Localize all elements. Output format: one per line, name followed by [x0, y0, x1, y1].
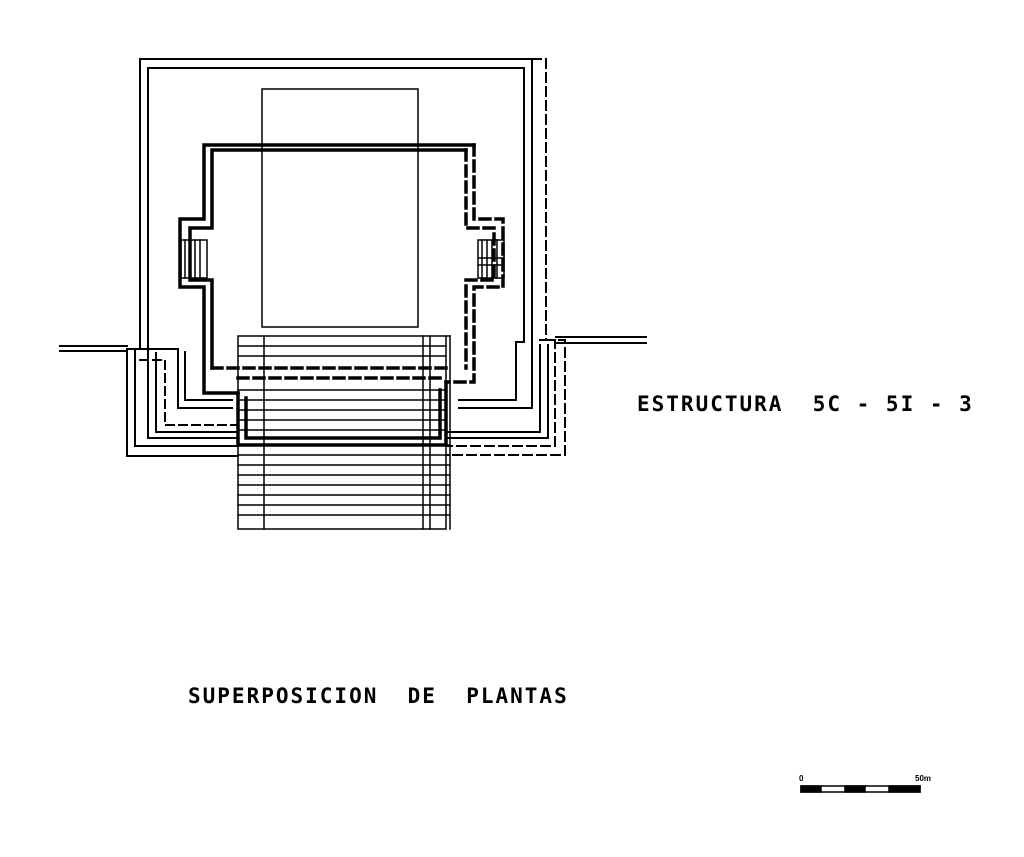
right-side-stair [477, 239, 505, 279]
temple-outline-dashed [210, 143, 505, 384]
left-side-stair [180, 239, 208, 279]
structure-label: ESTRUCTURA 5C - 5I - 3 [637, 392, 974, 416]
left-terrace-dashed [139, 359, 239, 426]
stair-frame-bold [236, 380, 448, 447]
outer-platform-outline [126, 58, 533, 457]
outer-platform-dashed [139, 58, 566, 456]
right-terrace-lines [445, 336, 647, 439]
scale-start-label: 0 [799, 774, 804, 783]
inner-rectangle [261, 88, 419, 328]
scale-bar [800, 785, 921, 793]
left-terrace-lines [59, 345, 239, 457]
scale-end-label: 50m [915, 774, 932, 783]
main-stairway [237, 335, 451, 530]
temple-outline-solid [178, 143, 476, 395]
drawing-title: SUPERPOSICION DE PLANTAS [188, 684, 569, 708]
